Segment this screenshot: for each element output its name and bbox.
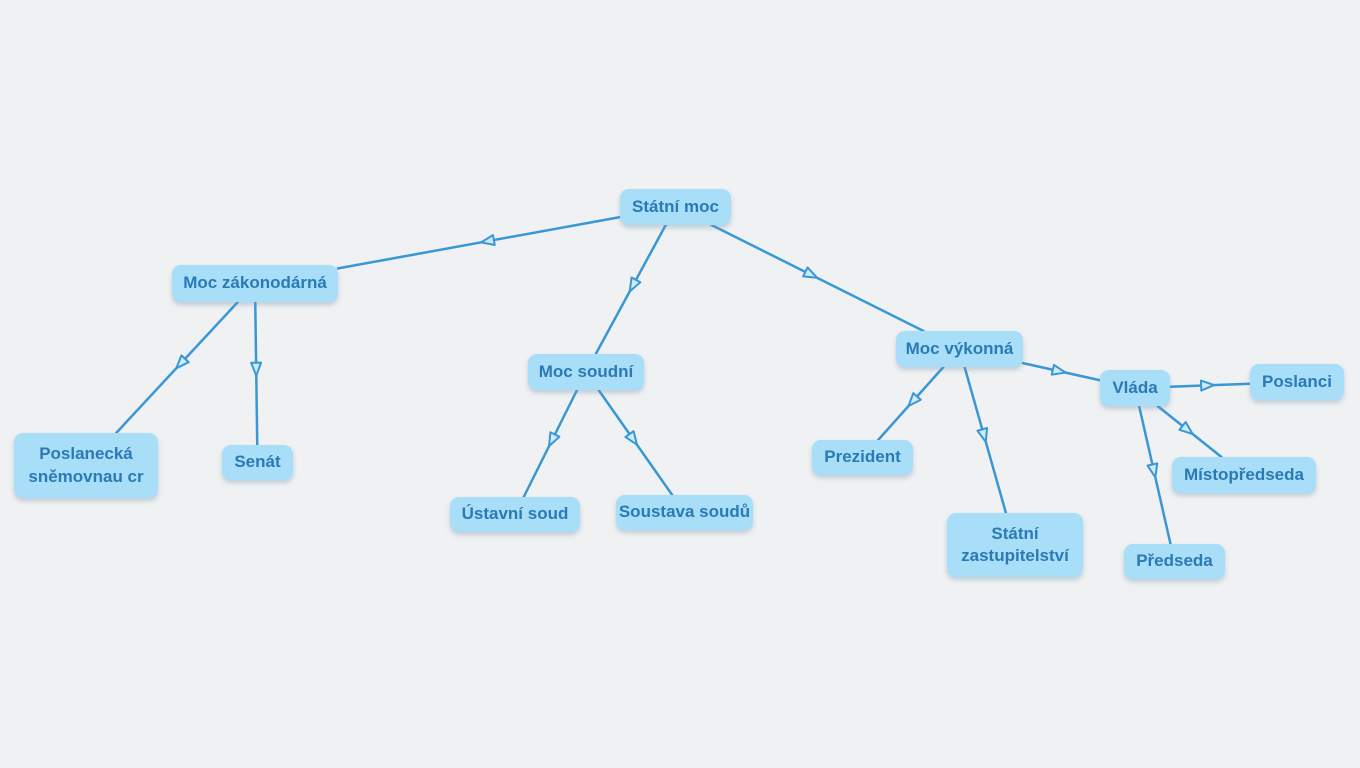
mindmap-node-ustavni-soud[interactable]: Ústavní soud	[450, 497, 580, 532]
node-label: Státní moc	[632, 196, 719, 216]
arrowhead-icon	[976, 427, 989, 443]
mindmap-node-mistopredseda[interactable]: Místopředseda	[1172, 457, 1316, 493]
node-label: Poslanecká sněmovnau cr	[28, 444, 144, 486]
node-label: Státní zastupitelství	[961, 523, 1069, 565]
edge-statni-moc-to-moc-zakonodarna	[336, 215, 622, 270]
mindmap-node-predseda[interactable]: Předseda	[1124, 544, 1225, 579]
mindmap-node-soustava-soudu[interactable]: Soustava soudů	[616, 495, 753, 530]
node-label: Moc zákonodárná	[183, 273, 327, 293]
node-label: Předseda	[1136, 551, 1213, 571]
node-label: Moc soudní	[538, 361, 634, 381]
node-label: Prezident	[824, 447, 901, 467]
arrowhead-icon	[1050, 363, 1067, 376]
mindmap-node-moc-soudni[interactable]: Moc soudní	[528, 354, 644, 390]
node-label: Moc výkonná	[905, 338, 1014, 358]
node-label: Senát	[234, 452, 281, 472]
node-label: Poslanci	[1262, 371, 1332, 391]
node-label: Soustava soudů	[618, 502, 751, 522]
arrowhead-icon	[1146, 462, 1159, 479]
arrowhead-icon	[250, 361, 263, 377]
arrowhead-icon	[1178, 421, 1194, 436]
node-label: Ústavní soud	[461, 504, 569, 524]
node-label: Vláda	[1112, 377, 1158, 397]
mindmap-node-senat[interactable]: Senát	[222, 445, 293, 480]
mindmap-node-statni-moc[interactable]: Státní moc	[620, 189, 731, 225]
arrowhead-icon	[480, 234, 496, 246]
mindmap-node-moc-zakonodarna[interactable]: Moc zákonodárná	[172, 265, 338, 302]
mindmap-node-moc-vykonna[interactable]: Moc výkonná	[896, 331, 1023, 367]
mindmap-node-vlada[interactable]: Vláda	[1100, 370, 1170, 406]
arrowhead-icon	[802, 266, 818, 279]
node-label: Místopředseda	[1184, 464, 1304, 484]
mindmap-node-prezident[interactable]: Prezident	[812, 440, 913, 475]
arrowhead-icon	[907, 392, 922, 408]
arrowhead-icon	[175, 354, 190, 370]
mindmap-node-poslanci[interactable]: Poslanci	[1250, 364, 1344, 400]
mindmap-node-statni-zastupitelstvi[interactable]: Státní zastupitelství	[947, 513, 1083, 577]
arrowhead-icon	[624, 430, 638, 446]
mindmap-node-poslanecka-snemovna[interactable]: Poslanecká sněmovnau cr	[14, 433, 158, 498]
arrowhead-icon	[1199, 379, 1216, 392]
arrowhead-icon	[628, 276, 642, 293]
arrowhead-icon	[548, 431, 561, 448]
